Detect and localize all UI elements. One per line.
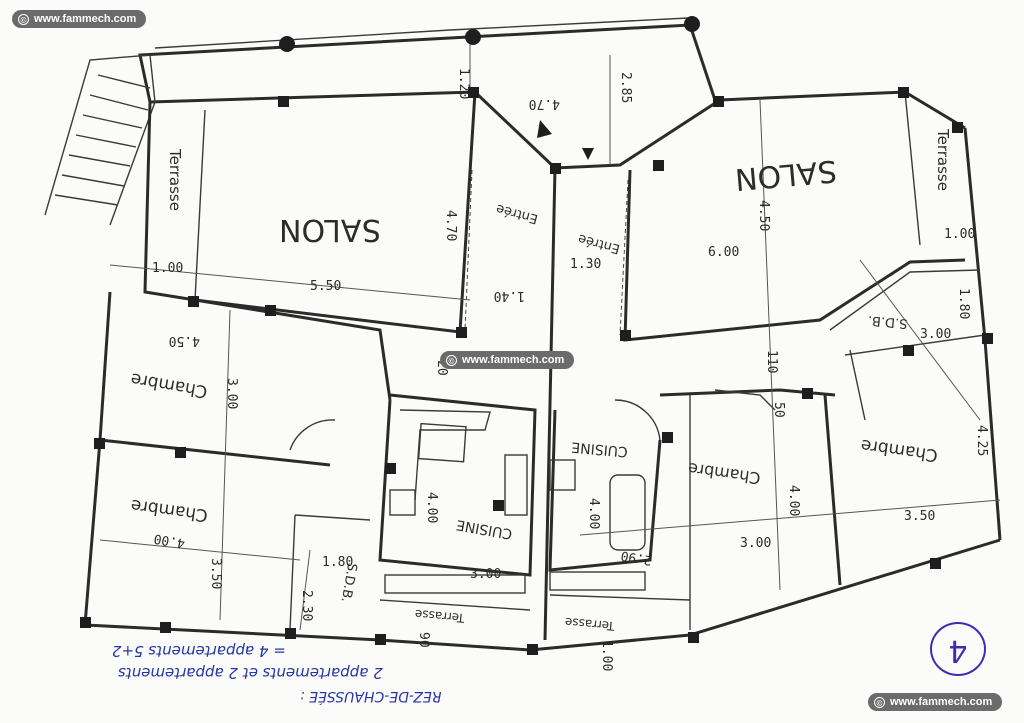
corridor-walls bbox=[543, 167, 557, 641]
structural-columns bbox=[80, 16, 993, 655]
watermark-text: www.fammech.com bbox=[890, 696, 993, 708]
room-label-salon-right: SALON bbox=[734, 153, 838, 197]
room-label-entree-left: Entrée bbox=[495, 201, 540, 227]
room-label-cuisine-right: CUISINE bbox=[571, 439, 629, 460]
room-label-terrasse-bl: Terrasse bbox=[414, 607, 466, 625]
sheet-number: 4 bbox=[930, 622, 986, 676]
dim-label: 3.50 bbox=[208, 558, 223, 589]
chambre-left-divider bbox=[99, 438, 331, 467]
dim-label: 2.85 bbox=[618, 72, 633, 103]
dim-label: 2.30 bbox=[299, 590, 314, 621]
dim-label: 4.00 bbox=[424, 492, 439, 523]
terrasse-bottom-left bbox=[379, 599, 531, 611]
dim-label: 110 bbox=[764, 350, 779, 373]
dim-label: 50 bbox=[771, 402, 786, 418]
room-label-terrasse-tl: Terrasse bbox=[166, 148, 184, 211]
copyright-icon: © bbox=[18, 13, 29, 25]
room-label-salon-left: SALON bbox=[279, 212, 381, 247]
dim-label: 1.80 bbox=[956, 288, 971, 319]
entry-arrow-icon bbox=[582, 148, 594, 160]
plan-note-line1: 2 appartements et 2 appartements bbox=[118, 664, 383, 682]
dim-label: 4.50 bbox=[169, 333, 200, 348]
dimension-labels: 1.20 2.85 4.70 4.70 4.50 6.00 1.00 1.00 … bbox=[152, 68, 989, 671]
plan-title-note: REZ-DE-CHAUSSÉE : bbox=[300, 688, 442, 704]
room-label-chambre-2: Chambre bbox=[130, 495, 210, 526]
dim-label: 2.90 bbox=[620, 547, 653, 567]
room-label-chambre-4: Chambre bbox=[860, 435, 940, 466]
copyright-icon: © bbox=[874, 696, 885, 708]
room-label-sdb-right: S.D.B. bbox=[867, 312, 908, 330]
dim-label: 1.00 bbox=[944, 227, 975, 242]
dim-label: 1.00 bbox=[152, 261, 183, 276]
terrasse-bottom-right bbox=[549, 594, 691, 601]
room-label-terrasse-br: Terrasse bbox=[564, 615, 616, 633]
dim-label: 6.00 bbox=[708, 245, 739, 260]
salon-right-walls bbox=[623, 169, 966, 342]
room-label-cuisine-left: CUISINE bbox=[455, 516, 513, 542]
dim-label: 4.50 bbox=[756, 200, 771, 231]
dim-label: 1.20 bbox=[456, 68, 471, 99]
dim-label: 3.00 bbox=[920, 327, 951, 342]
staircase bbox=[44, 54, 156, 226]
room-label-sdb-left: S.D.B. bbox=[338, 562, 360, 604]
dim-label: 5.50 bbox=[310, 279, 341, 294]
watermark-center: © www.fammech.com bbox=[440, 351, 575, 369]
dim-label: 1.80 bbox=[322, 555, 353, 570]
dim-label: 4.70 bbox=[529, 96, 560, 111]
watermark-top-left: © www.fammech.com bbox=[12, 10, 147, 28]
balcony-top bbox=[138, 23, 717, 103]
dim-label: 1.00 bbox=[599, 640, 614, 671]
outer-wall-left bbox=[83, 291, 1001, 652]
watermark-bottom-right: © www.fammech.com bbox=[868, 693, 1003, 711]
cuisine-left-walls bbox=[378, 393, 537, 577]
copyright-icon: © bbox=[446, 354, 457, 366]
dim-label: 3.00 bbox=[740, 536, 771, 551]
room-label-chambre-1: Chambre bbox=[129, 368, 209, 401]
dim-label: 4.00 bbox=[786, 485, 801, 516]
entry-arrow-icon bbox=[537, 120, 552, 138]
terrasse-left-wall bbox=[194, 109, 206, 301]
dim-label: 3.50 bbox=[904, 509, 935, 524]
watermark-text: www.fammech.com bbox=[34, 13, 137, 25]
dim-label: 1.30 bbox=[570, 257, 601, 272]
dim-label: 1.40 bbox=[494, 288, 525, 303]
room-label-chambre-3: Chambre bbox=[687, 459, 762, 488]
dim-label: 4.00 bbox=[153, 530, 186, 550]
plan-note-line2: = 4 appartements 5+2 bbox=[112, 642, 286, 660]
room-label-entree-right: Entrée bbox=[577, 231, 622, 257]
dim-label: 3.00 bbox=[224, 378, 239, 409]
watermark-text: www.fammech.com bbox=[462, 354, 565, 366]
dim-label: 3.00 bbox=[470, 567, 501, 582]
dim-label: 90 bbox=[416, 632, 431, 648]
balcony-rail bbox=[154, 17, 689, 49]
dim-label: 4.25 bbox=[974, 425, 989, 456]
room-label-terrasse-tr: Terrasse bbox=[934, 128, 952, 191]
dim-label: 4.70 bbox=[443, 210, 458, 241]
dim-label: 4.00 bbox=[586, 498, 601, 529]
